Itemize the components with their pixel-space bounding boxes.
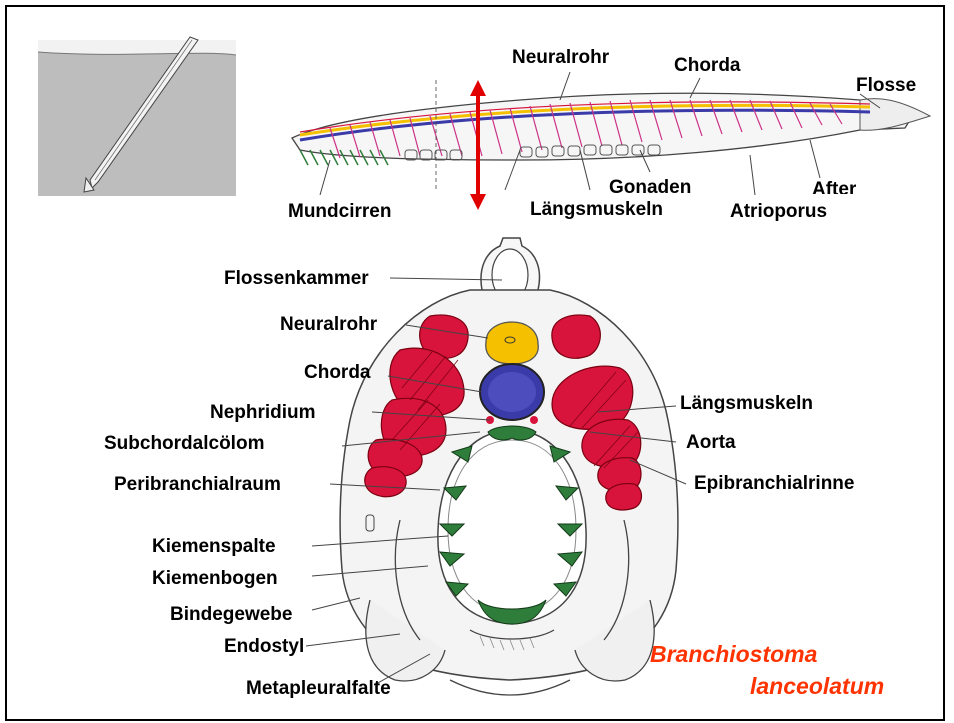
lateral-label-after: After — [812, 180, 856, 194]
section-label-kiemenbogen: Kiemenbogen — [152, 569, 278, 588]
section-label-endostyl: Endostyl — [224, 637, 304, 656]
section-label-aorta: Aorta — [686, 433, 736, 452]
section-label-subchordalcoelom: Subchordalcölom — [104, 434, 264, 453]
lateral-label-flosse: Flosse — [856, 76, 916, 95]
section-label-kiemenspalte: Kiemenspalte — [152, 537, 276, 556]
sand-thumbnail — [38, 37, 236, 196]
section-label-bindegewebe: Bindegewebe — [170, 605, 292, 624]
section-label-neuralrohr: Neuralrohr — [280, 315, 377, 334]
lateral-label-neuralrohr: Neuralrohr — [512, 48, 609, 67]
section-label-laengsmuskeln: Längsmuskeln — [680, 394, 813, 413]
lateral-label-mundcirren: Mundcirren — [288, 202, 391, 221]
lateral-label-atrioporus: Atrioporus — [730, 202, 827, 221]
lateral-label-chorda: Chorda — [674, 56, 741, 75]
section-label-peribranchialraum: Peribranchialraum — [114, 475, 281, 494]
species-genus: Branchiostoma — [650, 643, 817, 666]
section-label-chorda: Chorda — [304, 363, 371, 382]
section-label-nephridium: Nephridium — [210, 403, 316, 422]
lateral-label-laengsmuskeln: Längsmuskeln — [530, 200, 663, 219]
cross-section — [306, 238, 686, 695]
section-label-metapleuralfalte: Metapleuralfalte — [246, 679, 391, 698]
lateral-label-gonaden: Gonaden — [609, 178, 691, 197]
section-label-epibranchialrinne: Epibranchialrinne — [694, 474, 854, 493]
species-epithet: lanceolatum — [750, 675, 884, 698]
section-label-flossenkammer: Flossenkammer — [224, 269, 369, 288]
